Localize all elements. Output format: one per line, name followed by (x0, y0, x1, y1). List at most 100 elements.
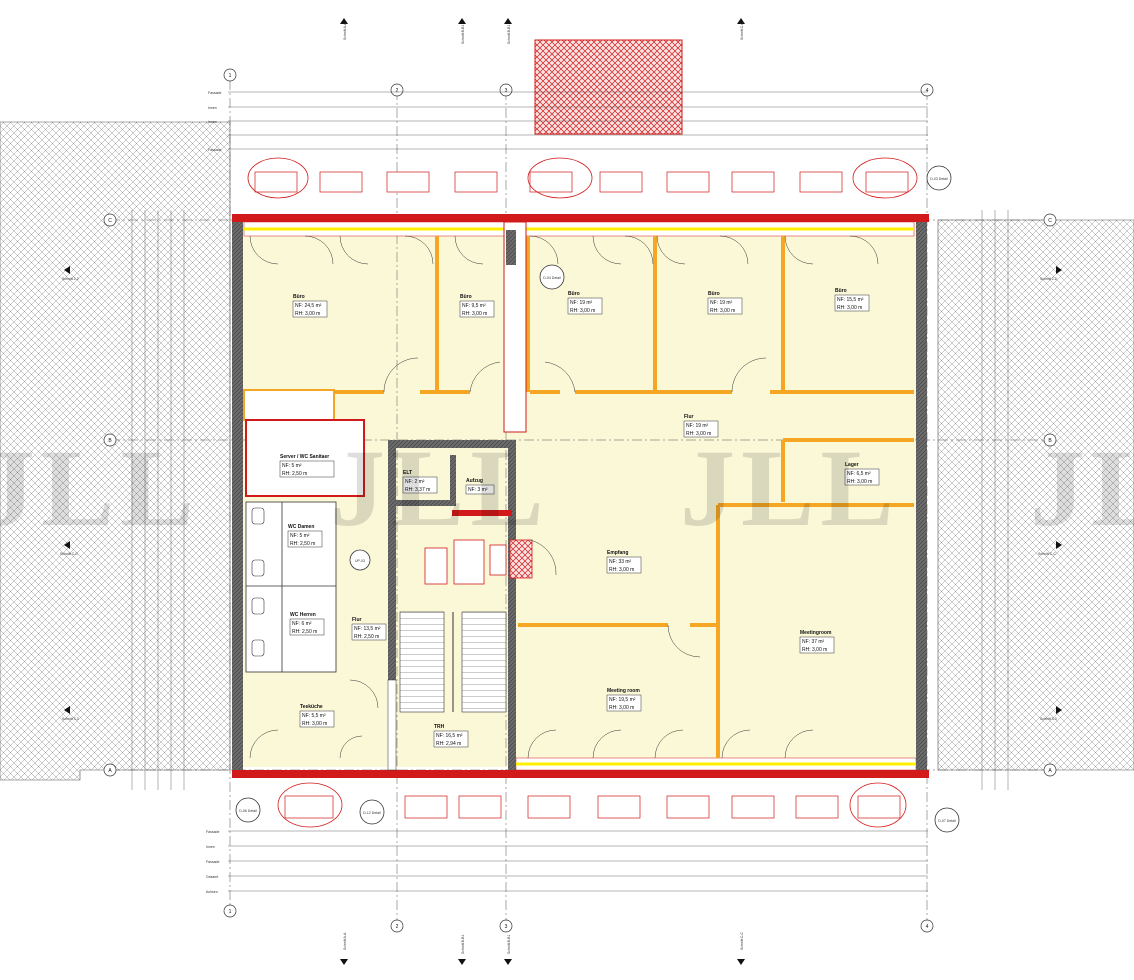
dim-row-label: Fassade (206, 860, 219, 864)
section-label-top: Schnitt B-B1 (507, 24, 511, 44)
grid-col-4-top: 4 (926, 88, 929, 94)
window-tags-top (254, 171, 909, 193)
detail-markers (235, 165, 960, 833)
dim-row-label: Gesamt (206, 875, 218, 879)
section-label-bottom: Schnitt A-A (343, 932, 347, 950)
room-buero-3: Büro NF: 19 m² RH: 3,00 m (567, 291, 603, 315)
room-buero-4: Büro NF: 19 m² RH: 3,00 m (707, 291, 743, 315)
room-rh: RH: 3,00 m (847, 479, 872, 485)
sanitary-block (243, 389, 365, 673)
room-server: Server / WC Sanitaer NF: 5 m² RH: 2,50 m (279, 454, 335, 478)
section-label-right: Schnitt C-C (1038, 552, 1056, 556)
lobby-fixtures (424, 539, 533, 585)
room-name: WC Damen (288, 524, 314, 530)
room-rh: RH: 3,00 m (609, 567, 634, 573)
grid-col-1-top: 1 (229, 73, 232, 79)
room-rh: RH: 3,00 m (802, 647, 827, 653)
facade-bottom (232, 770, 929, 778)
grid-col-3-bottom: 3 (505, 924, 508, 930)
grid-col-1-bottom: 1 (229, 909, 232, 915)
room-nf: NF: 19 m² (686, 423, 709, 429)
room-rh: RH: 3,00 m (302, 721, 327, 727)
room-rh: RH: 2,50 m (290, 541, 315, 547)
dim-row-label: Innen (206, 845, 215, 849)
room-labels: Büro NF: 24,5 m² RH: 3,00 m Büro NF: 9,5… (279, 288, 880, 748)
room-name: Flur (684, 414, 693, 420)
door-swings (249, 235, 879, 759)
room-nf: NF: 19 m² (570, 300, 593, 306)
section-label-bottom: Schnitt C-C (740, 932, 744, 950)
staircase (399, 611, 507, 713)
grid-row-c-left: C (108, 218, 112, 224)
neighbour-building-right (937, 219, 1134, 771)
grid-row-b-right: B (1048, 438, 1052, 444)
watermark: JLL JLL JLL JLL (0, 427, 1134, 549)
section-label-right: Schnitt 2-2 (1040, 277, 1057, 281)
dim-row-label: Fassade (206, 830, 219, 834)
section-label-top: Schnitt A-A (343, 22, 347, 40)
dim-row-label: Innen (208, 120, 217, 124)
grid-row-b-left: B (108, 438, 112, 444)
room-buero-1: Büro NF: 24,5 m² RH: 3,00 m (292, 294, 328, 318)
grid-col-2-bottom: 2 (396, 924, 399, 930)
room-meetingroom: Meetingroom NF: 37 m² RH: 3,00 m (799, 630, 835, 654)
room-wc-damen: WC Damen NF: 5 m² RH: 2,50 m (287, 524, 323, 548)
room-nf: NF: 5 m² (290, 533, 310, 539)
room-flur-main: Flur NF: 19 m² RH: 3,00 m (683, 414, 719, 438)
dim-row-labels-bottom: Fassade Innen Fassade Gesamt Achsen (206, 830, 219, 894)
section-markers (64, 18, 1062, 965)
room-rh: RH: 3,00 m (570, 308, 595, 314)
room-name: Büro (293, 294, 305, 300)
room-name: Büro (708, 291, 720, 297)
room-rh: RH: 3,37 m (405, 487, 430, 493)
facade-top (232, 214, 929, 222)
watermark-text: JLL (1030, 427, 1134, 549)
room-rh: RH: 3,00 m (295, 311, 320, 317)
dimension-lines-left (131, 210, 185, 790)
grid-bubbles (103, 68, 1057, 933)
detail-d06: D-06 Detail (239, 809, 257, 813)
grid-row-c-right: C (1048, 218, 1052, 224)
room-nf: NF: 19 m² (710, 300, 733, 306)
room-nf: NF: 2 m² (405, 479, 425, 485)
grid-bubble-labels: 1 2 3 4 1 2 3 4 C B A C B A (108, 73, 1052, 930)
detail-d03: D-03 Detail (930, 177, 948, 181)
dim-row-label: Fassade (208, 91, 221, 95)
window-tag-clouds (247, 157, 918, 828)
room-nf: NF: 5,5 m² (302, 713, 326, 719)
room-name: Teeküche (300, 704, 323, 710)
detail-labels: D-03 Detail D-04 Detail D-06 Detail D-12… (239, 177, 956, 823)
section-label-bottom: Schnitt B-B1 (461, 934, 465, 954)
dim-row-label: Fassade (208, 148, 221, 152)
room-nf: NF: 3 m² (468, 487, 488, 493)
detail-d12: D-12 Detail (363, 811, 381, 815)
wall-right (916, 222, 927, 770)
section-label-top: Schnitt B-B1 (461, 24, 465, 44)
room-flur-core: Flur NF: 13,5 m² RH: 2,50 m (351, 617, 387, 641)
room-buero-2: Büro NF: 9,5 m² RH: 3,00 m (459, 294, 495, 318)
dim-row-labels-top: Fassade Innen Innen Fassade (208, 91, 221, 152)
shaft (503, 221, 527, 433)
grid-row-a-left: A (108, 768, 112, 774)
room-rh: RH: 2,50 m (354, 634, 379, 640)
room-name: Büro (568, 291, 580, 297)
room-rh: RH: 2,50 m (282, 471, 307, 477)
room-name: Büro (460, 294, 472, 300)
section-label-top: Schnitt C-C (740, 22, 744, 40)
watermark-text: JLL (330, 427, 550, 549)
room-name: ELT (403, 470, 412, 476)
room-nf: NF: 24,5 m² (295, 303, 322, 309)
room-name: Meetingroom (800, 630, 832, 636)
grid-col-3-top: 3 (505, 88, 508, 94)
room-name: Server / WC Sanitaer (280, 454, 329, 460)
detail-d04: D-04 Detail (543, 276, 561, 280)
room-nf: NF: 5 m² (282, 463, 302, 469)
room-buero-5: Büro NF: 15,5 m² RH: 3,00 m (834, 288, 870, 312)
room-name: Aufzug (466, 478, 483, 484)
core-walls (387, 440, 516, 771)
room-nf: NF: 13,5 m² (354, 626, 381, 632)
room-aufzug: Aufzug NF: 3 m² (465, 478, 495, 495)
room-name: Meeting room (607, 688, 640, 694)
room-wc-herren: WC Herren NF: 6 m² RH: 2,50 m (289, 612, 325, 636)
